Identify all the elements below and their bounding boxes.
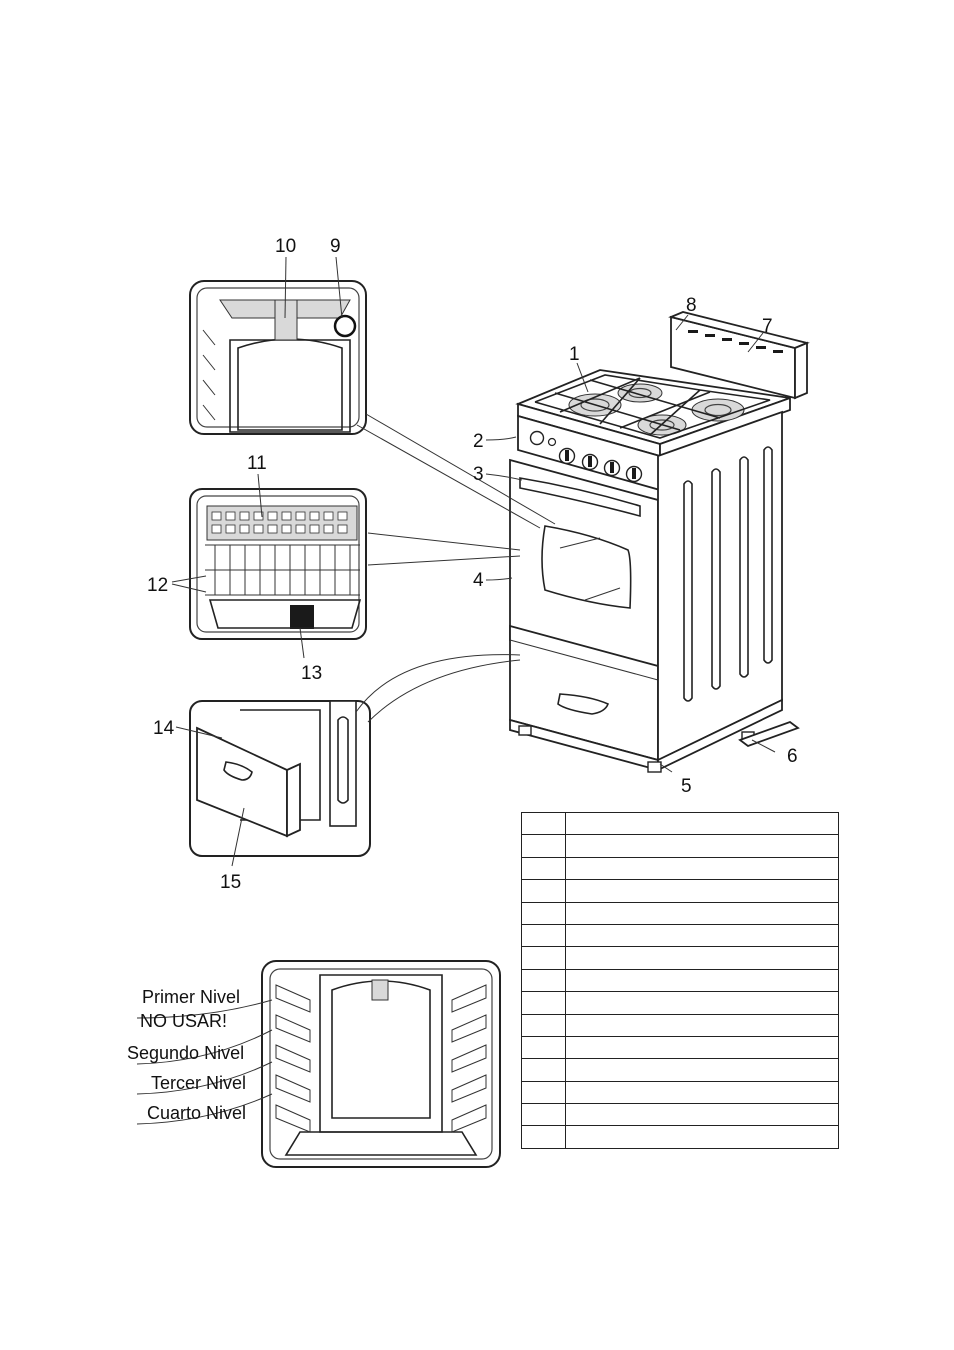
- inset-rack-levels: [261, 960, 501, 1168]
- table-cell: [565, 901, 839, 925]
- level-2-label: Segundo Nivel: [127, 1043, 244, 1063]
- side-ribs: [683, 446, 773, 702]
- table-cell: [521, 1080, 566, 1105]
- table-cell: [521, 946, 566, 970]
- table-row: [521, 1080, 839, 1105]
- level-3-label: Tercer Nivel: [151, 1073, 246, 1093]
- table-cell: [565, 1080, 839, 1105]
- table-row: [521, 901, 839, 925]
- table-cell: [521, 856, 566, 881]
- connector-lines: [355, 413, 556, 723]
- table-cell: [565, 923, 839, 948]
- callout-8: 8: [686, 295, 697, 316]
- callout-5: 5: [681, 776, 692, 797]
- callout-4: 4: [473, 570, 484, 591]
- table-cell: [565, 811, 839, 836]
- callout-10: 10: [275, 236, 296, 257]
- inset-oven-top: [189, 280, 367, 435]
- table-cell: [521, 1103, 566, 1127]
- table-row: [521, 968, 839, 993]
- table-row: [521, 1013, 839, 1037]
- level-1-label: Primer Nivel: [142, 987, 240, 1007]
- table-cell: [565, 1058, 839, 1082]
- callout-14: 14: [153, 718, 175, 739]
- callout-numbers: 1 2 3 4 5 6 7 8 9 10 11 12 13 14 15: [147, 236, 798, 893]
- inset-oven-interior: [189, 488, 367, 640]
- grates: [534, 374, 771, 439]
- table-row: [521, 923, 839, 948]
- rack-level-labels: Primer Nivel NO USAR! Segundo Nivel Terc…: [127, 987, 246, 1123]
- table-cell: [521, 1035, 566, 1060]
- table-row: [521, 1125, 839, 1149]
- callout-12: 12: [147, 575, 168, 596]
- table-cell: [521, 991, 566, 1015]
- table-cell: [565, 1103, 839, 1127]
- table-row: [521, 991, 839, 1015]
- table-cell: [565, 968, 839, 993]
- level-1-warning: NO USAR!: [140, 1011, 227, 1031]
- table-cell: [565, 834, 839, 858]
- callout-7: 7: [762, 316, 773, 337]
- table-cell: [565, 1013, 839, 1037]
- table-row: [521, 946, 839, 970]
- table-cell: [565, 856, 839, 881]
- callout-15: 15: [220, 872, 241, 893]
- table-cell: [521, 968, 566, 993]
- table-cell: [565, 1125, 839, 1149]
- table-cell: [565, 879, 839, 903]
- table-cell: [521, 834, 566, 858]
- callout-13: 13: [301, 663, 322, 684]
- table-row: [521, 1103, 839, 1127]
- callout-9: 9: [330, 236, 341, 257]
- table-row: [521, 856, 839, 881]
- table-row: [521, 834, 839, 858]
- table-cell: [565, 946, 839, 970]
- table-row: [521, 1035, 839, 1060]
- table-cell: [565, 1035, 839, 1060]
- table-row: [521, 1058, 839, 1082]
- callout-3: 3: [473, 464, 484, 485]
- callout-2: 2: [473, 431, 484, 452]
- oven-window: [541, 525, 632, 609]
- table-row: [521, 811, 839, 836]
- table-cell: [521, 811, 566, 836]
- callout-1: 1: [569, 344, 580, 365]
- table-cell: [521, 879, 566, 903]
- table-cell: [521, 1013, 566, 1037]
- table-cell: [521, 901, 566, 925]
- stove-illustration: [509, 311, 810, 773]
- leader-lines: [136, 256, 776, 1125]
- parts-table: [521, 811, 839, 1149]
- table-cell: [521, 923, 566, 948]
- table-cell: [521, 1058, 566, 1082]
- inset-drawer: [189, 700, 371, 857]
- table-cell: [521, 1125, 566, 1149]
- callout-11: 11: [247, 453, 267, 474]
- level-4-label: Cuarto Nivel: [147, 1103, 246, 1123]
- table-cell: [565, 991, 839, 1015]
- control-knobs: [529, 430, 643, 483]
- callout-6: 6: [787, 746, 798, 767]
- table-row: [521, 879, 839, 903]
